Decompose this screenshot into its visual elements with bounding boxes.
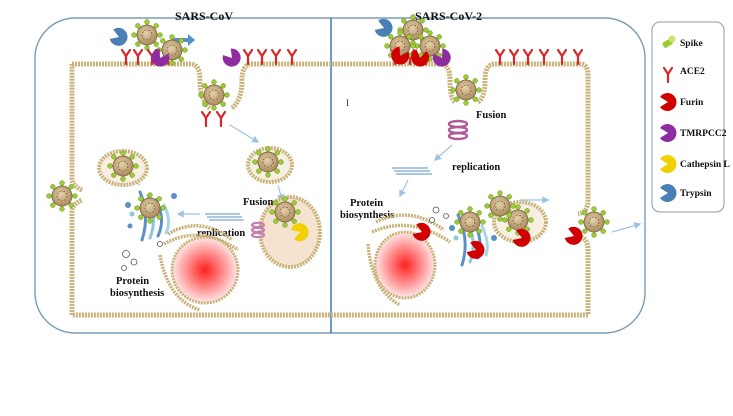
vesicles	[429, 206, 449, 223]
right-replication-label: replication	[452, 162, 500, 173]
left-fusion-label: Fusion	[243, 197, 274, 208]
cell-boundary	[34, 17, 646, 334]
virus-particle	[131, 19, 163, 51]
legend-label-cathepsin-l: Cathepsin L	[680, 160, 730, 170]
pathway-arrow	[433, 144, 453, 161]
exocytic-vesicle	[97, 149, 149, 187]
legend-label-spike: Spike	[680, 39, 703, 49]
legend-label-trypsin: Trypsin	[680, 189, 712, 199]
legend: Spike ACE2 Furin TMRPCC2 Cathepsin L Try…	[651, 21, 730, 213]
legend-label-ace2: ACE2	[680, 67, 705, 77]
rna-coil	[250, 221, 266, 239]
rna-coil	[447, 119, 469, 141]
rna-strands	[392, 167, 432, 175]
spike-icon	[662, 35, 676, 48]
right-fusion-label: Fusion	[476, 110, 507, 121]
virus-particle	[134, 192, 166, 224]
virus-particle	[198, 79, 230, 111]
plasma-membrane	[69, 61, 591, 318]
trypsin-icon	[108, 25, 131, 49]
endosome	[246, 146, 294, 184]
furin-icon	[465, 238, 488, 262]
pathway-arrow	[611, 222, 642, 233]
released-virus	[46, 180, 78, 212]
virus-particle	[484, 190, 516, 222]
vesicles	[121, 241, 163, 271]
right-stray-mark: I	[346, 98, 349, 108]
pathway-arrow	[229, 124, 260, 143]
left-panel-title: SARS-CoV	[175, 9, 233, 23]
nucleus	[170, 235, 240, 305]
ace2-receptor-pit	[200, 110, 227, 128]
tmprss2-icon	[219, 46, 245, 71]
right-panel-title: SARS-CoV-2	[415, 9, 482, 23]
endoplasmic-reticulum	[158, 224, 239, 312]
legend-label-tmrpcc2: TMRPCC2	[680, 129, 727, 139]
virus-particle	[454, 206, 486, 238]
pathway-arrow	[399, 179, 409, 198]
virus-particle	[450, 74, 482, 106]
left-replication-label: replication	[197, 228, 245, 239]
nucleus	[373, 230, 437, 300]
fusion-endosome	[250, 195, 322, 269]
legend-label-furin: Furin	[680, 98, 704, 108]
rna-strands	[205, 213, 244, 221]
